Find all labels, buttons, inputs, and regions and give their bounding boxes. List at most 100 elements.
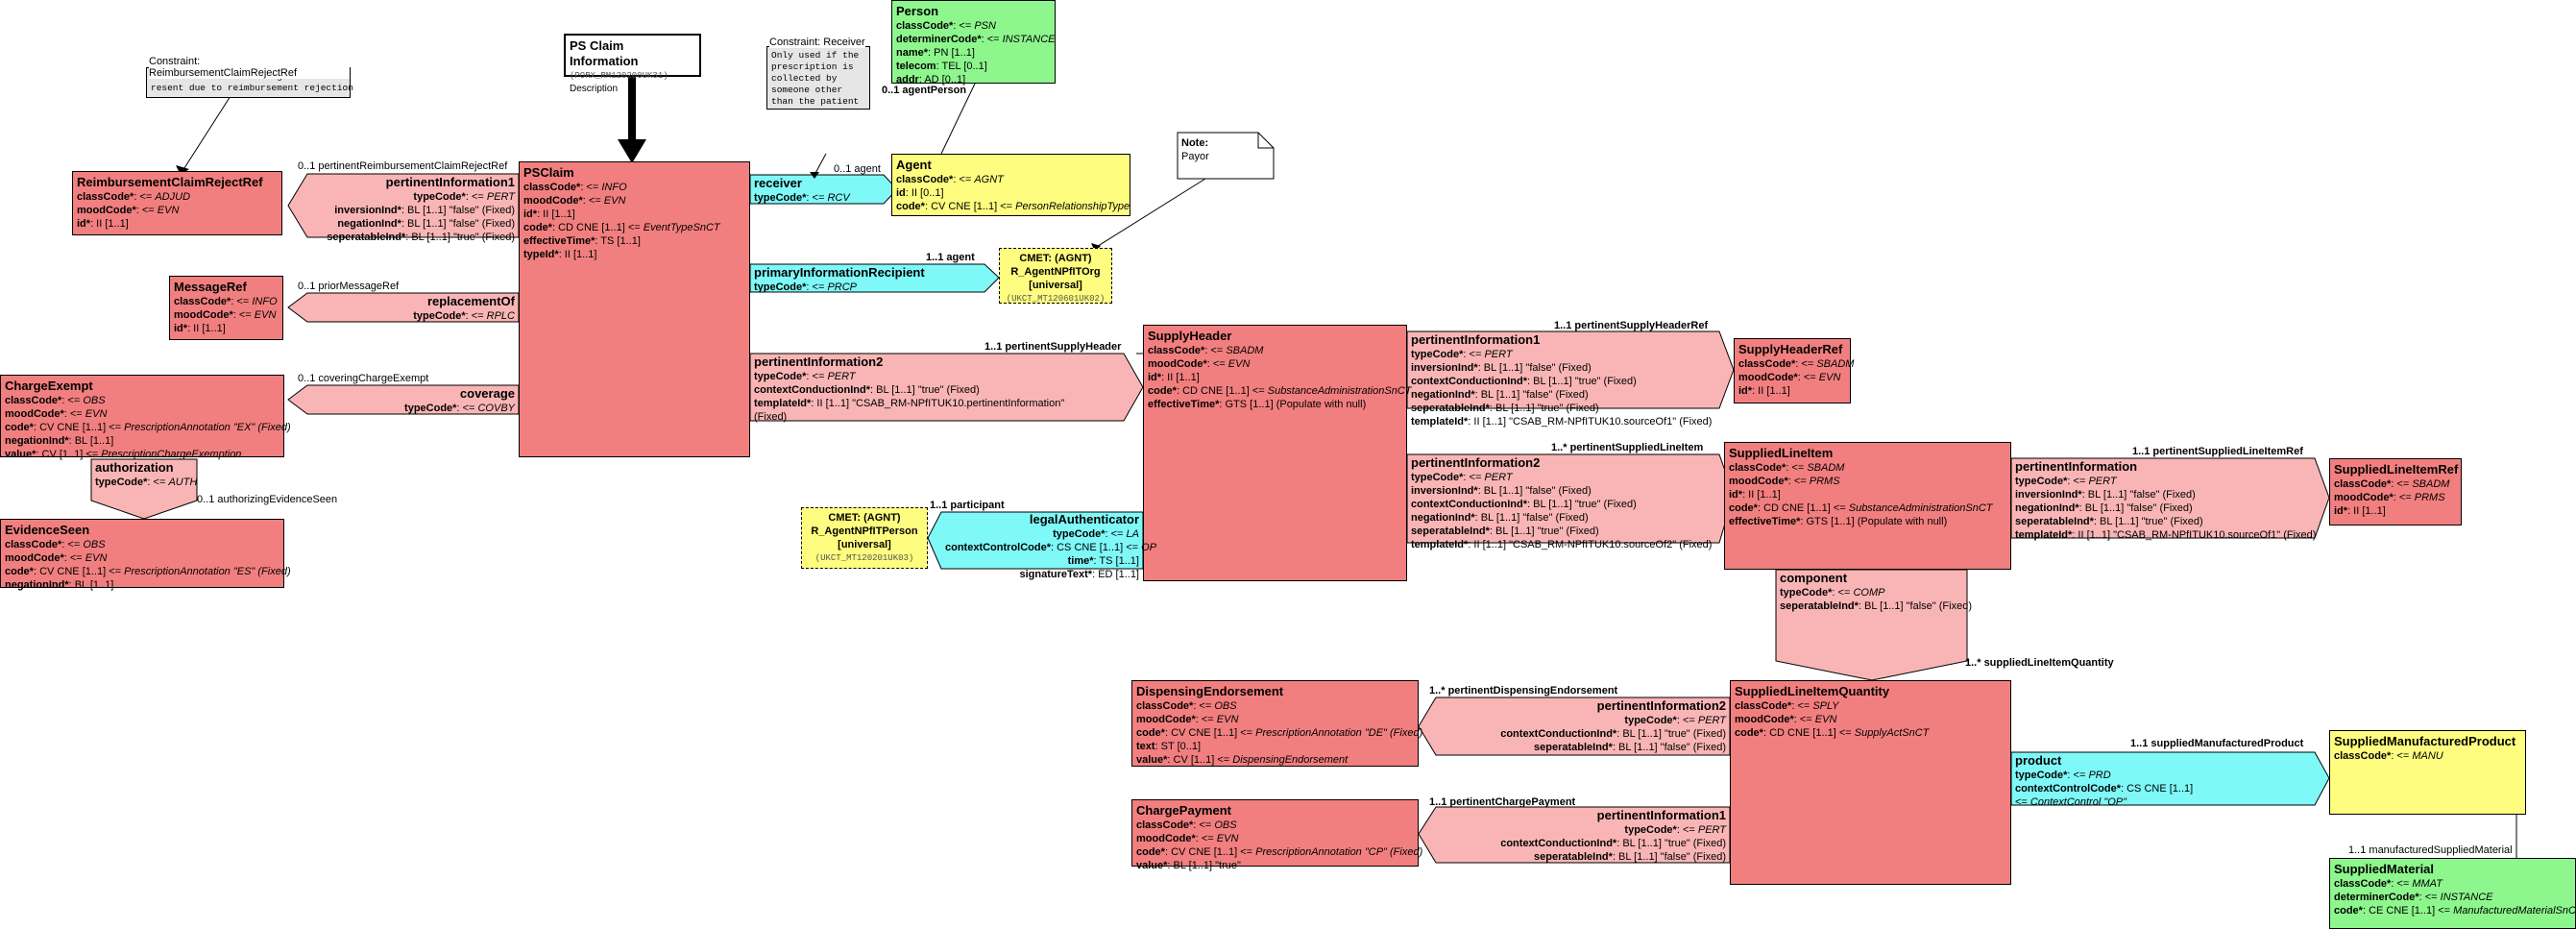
arrow-component <box>1775 569 1968 681</box>
rel-pertinentInformation2-line-attr: templateId*: II [1..1] "CSAB_RM-NPfITUK1… <box>1411 539 1713 550</box>
class-person-title: Person <box>896 4 939 18</box>
class-supplyHeader-attr: effectiveTime*: GTS [1..1] (Populate wit… <box>1148 399 1367 410</box>
rel-pertinentInformation2-disp-title: pertinentInformation2 <box>1596 698 1726 713</box>
part-primaryInformationRecipient-attr: typeCode*: <= PRCP <box>754 281 857 293</box>
class-chargePayment-title: ChargePayment <box>1136 803 1231 818</box>
class-chargePayment-attr: code*: CV CNE [1..1] <= PrescriptionAnno… <box>1136 846 1423 858</box>
rel-pertinentInformation2-supply-attr: typeCode*: <= PERT <box>754 371 856 382</box>
line-note-payor <box>1094 178 1206 249</box>
class-suppliedMaterial-attr: classCode*: <= MMAT <box>2334 878 2442 890</box>
note-receiver-title: Constraint: Receiver <box>769 37 865 48</box>
class-agent-title: Agent <box>896 158 932 172</box>
cmet-org-id: (UKCT_MT120601UK02) <box>1006 294 1106 304</box>
rel-pertinentInformation2-line-attr: typeCode*: <= PERT <box>1411 472 1513 483</box>
class-chargeExempt-attr: negationInd*: BL [1..1] <box>5 435 114 447</box>
label-pertinentSupplyHeader: 1..1 pertinentSupplyHeader <box>984 341 1122 353</box>
class-supplyHeader-title: SupplyHeader <box>1148 329 1232 343</box>
class-person-attr: telecom: TEL [0..1] <box>896 61 987 72</box>
part-legalAuthenticator-attr: signatureText*: ED [1..1] <box>1019 569 1139 580</box>
label-pertinentSupplyHeaderRef: 1..1 pertinentSupplyHeaderRef <box>1554 320 1709 331</box>
rel-pertinentInformation-lineref-title: pertinentInformation <box>2015 459 2138 474</box>
line-note-reject <box>182 95 231 172</box>
rel-pertinentInformation2-line-attr: inversionInd*: BL [1..1] "false" (Fixed) <box>1411 485 1592 497</box>
cmet-person-l2: R_AgentNPfITPerson <box>811 526 918 537</box>
rel-pertinentInformation1-header-attr: negationInd*: BL [1..1] "false" (Fixed) <box>1411 389 1589 401</box>
rel-authorization-title: authorization <box>95 460 174 475</box>
class-agent-attr: classCode*: <= AGNT <box>896 174 1004 185</box>
class-psClaim-attr: moodCode*: <= EVN <box>523 195 626 207</box>
class-dispensingEndorsement-attr: moodCode*: <= EVN <box>1136 714 1239 725</box>
class-suppliedLineItemRef-attr: classCode*: <= SBADM <box>2334 478 2450 490</box>
class-dispensingEndorsement-attr: code*: CV CNE [1..1] <= PrescriptionAnno… <box>1136 727 1423 739</box>
class-suppliedMaterial-attr: determinerCode*: <= INSTANCE <box>2334 892 2493 903</box>
class-suppliedLineItem-attr: code*: CD CNE [1..1] <= SubstanceAdminis… <box>1729 502 1993 514</box>
class-agent-attr: code*: CV CNE [1..1] <= PersonRelationsh… <box>896 201 1130 212</box>
class-reimbursementClaimRejectRef-attr: moodCode*: <= EVN <box>77 205 180 216</box>
class-suppliedLineItemQuantity-attr: code*: CD CNE [1..1] <= SupplyActSnCT <box>1735 727 1930 739</box>
class-suppliedManufacturedProduct-attr: classCode*: <= MANU <box>2334 750 2443 762</box>
label-suppliedManufacturedProduct: 1..1 suppliedManufacturedProduct <box>2130 738 2304 749</box>
class-chargeExempt-attr: code*: CV CNE [1..1] <= PrescriptionAnno… <box>5 422 291 433</box>
rel-pertinentInformation1-reject-attr: typeCode*: <= PERT <box>413 191 515 203</box>
part-legalAuthenticator-attr: typeCode*: <= LA <box>1053 528 1139 540</box>
class-person-attr: name*: PN [1..1] <box>896 47 975 59</box>
class-suppliedMaterial-attr: code*: CE CNE [1..1] <= ManufacturedMate… <box>2334 905 2576 917</box>
rel-pertinentInformation2-supply-attr: templateId*: II [1..1] "CSAB_RM-NPfITUK1… <box>754 398 1065 409</box>
rel-pertinentInformation2-disp-attr: seperatableInd*: BL [1..1] "false" (Fixe… <box>1534 742 1726 753</box>
rel-pertinentInformation1-header-title: pertinentInformation1 <box>1411 332 1541 347</box>
part-receiver-title: receiver <box>754 176 802 190</box>
arrow-product <box>2010 751 2330 806</box>
class-person-attr: classCode*: <= PSN <box>896 20 996 32</box>
class-agent-attr: id: II [0..1] <box>896 187 944 199</box>
note-payor-title: Note: <box>1181 137 1209 149</box>
class-supplyHeaderRef-title: SupplyHeaderRef <box>1738 342 1843 356</box>
class-evidenceSeen-attr: classCode*: <= OBS <box>5 539 106 550</box>
class-supplyHeader-attr: moodCode*: <= EVN <box>1148 358 1251 370</box>
class-evidenceSeen-attr: code*: CV CNE [1..1] <= PrescriptionAnno… <box>5 566 291 577</box>
part-receiver-attr: typeCode*: <= RCV <box>754 192 850 204</box>
rel-pertinentInformation2-line-attr: negationInd*: BL [1..1] "false" (Fixed) <box>1411 512 1589 524</box>
cmet-person-l1: CMET: (AGNT) <box>828 512 901 524</box>
rel-pertinentInformation2-supply-attr: (Fixed) <box>754 411 788 423</box>
header-box: PS Claim Information (PORX_RM120200UK31)… <box>564 34 701 94</box>
class-suppliedLineItem-attr: effectiveTime*: GTS [1..1] (Populate wit… <box>1729 516 1948 527</box>
rel-pertinentInformation-lineref-attr: negationInd*: BL [1..1] "false" (Fixed) <box>2015 502 2193 514</box>
class-supplyHeaderRef-attr: id*: II [1..1] <box>1738 385 1790 397</box>
line-note-receiver <box>814 153 827 176</box>
part-legalAuthenticator-attr: time*: TS [1..1] <box>1067 555 1139 567</box>
class-psClaim-attr: effectiveTime*: TS [1..1] <box>523 235 641 247</box>
cmet-org-l1: CMET: (AGNT) <box>1019 253 1092 264</box>
class-evidenceSeen-title: EvidenceSeen <box>5 523 90 537</box>
class-psClaim-attr: code*: CD CNE [1..1] <= EventTypeSnCT <box>523 222 720 233</box>
class-messageRef-attr: id*: II [1..1] <box>174 323 226 334</box>
class-suppliedLineItemRef-title: SuppliedLineItemRef <box>2334 462 2459 477</box>
part-product-attr: contextControlCode*: CS CNE [1..1] <box>2015 783 2194 795</box>
arrow-header-shaft <box>628 72 636 144</box>
rel-pertinentInformation1-reject-attr: seperatableInd*: BL [1..1] "true" (Fixed… <box>327 232 515 243</box>
note-receiver: Constraint: Receiver Only used if the pr… <box>766 37 870 110</box>
rel-replacementOf-title: replacementOf <box>426 294 515 308</box>
rel-pertinentInformation1-header-attr: templateId*: II [1..1] "CSAB_RM-NPfITUK1… <box>1411 416 1713 428</box>
class-suppliedLineItemRef-attr: moodCode*: <= PRMS <box>2334 492 2445 503</box>
class-suppliedLineItem-attr: classCode*: <= SBADM <box>1729 462 1845 474</box>
header-title: PS Claim Information <box>570 38 639 68</box>
class-supplyHeader-attr: id*: II [1..1] <box>1148 372 1200 383</box>
rel-pertinentInformation1-header-attr: contextConductionInd*: BL [1..1] "true" … <box>1411 376 1637 387</box>
label-participant: 1..1 participant <box>930 500 1005 511</box>
part-legalAuthenticator-title: legalAuthenticator <box>1029 512 1139 526</box>
rel-authorization-attr: typeCode*: <= AUTH <box>95 477 198 488</box>
class-person: Person classCode*: <= PSN determinerCode*:… <box>891 0 1056 86</box>
class-person-attr: addr: AD [0..1] <box>896 74 966 86</box>
class-suppliedLineItemRef-attr: id*: II [1..1] <box>2334 505 2386 517</box>
class-person-attr: determinerCode*: <= INSTANCE <box>896 34 1056 45</box>
cmet-org-l2: R_AgentNPfITOrg <box>1010 266 1101 278</box>
note-payor-text: Payor <box>1181 151 1209 162</box>
